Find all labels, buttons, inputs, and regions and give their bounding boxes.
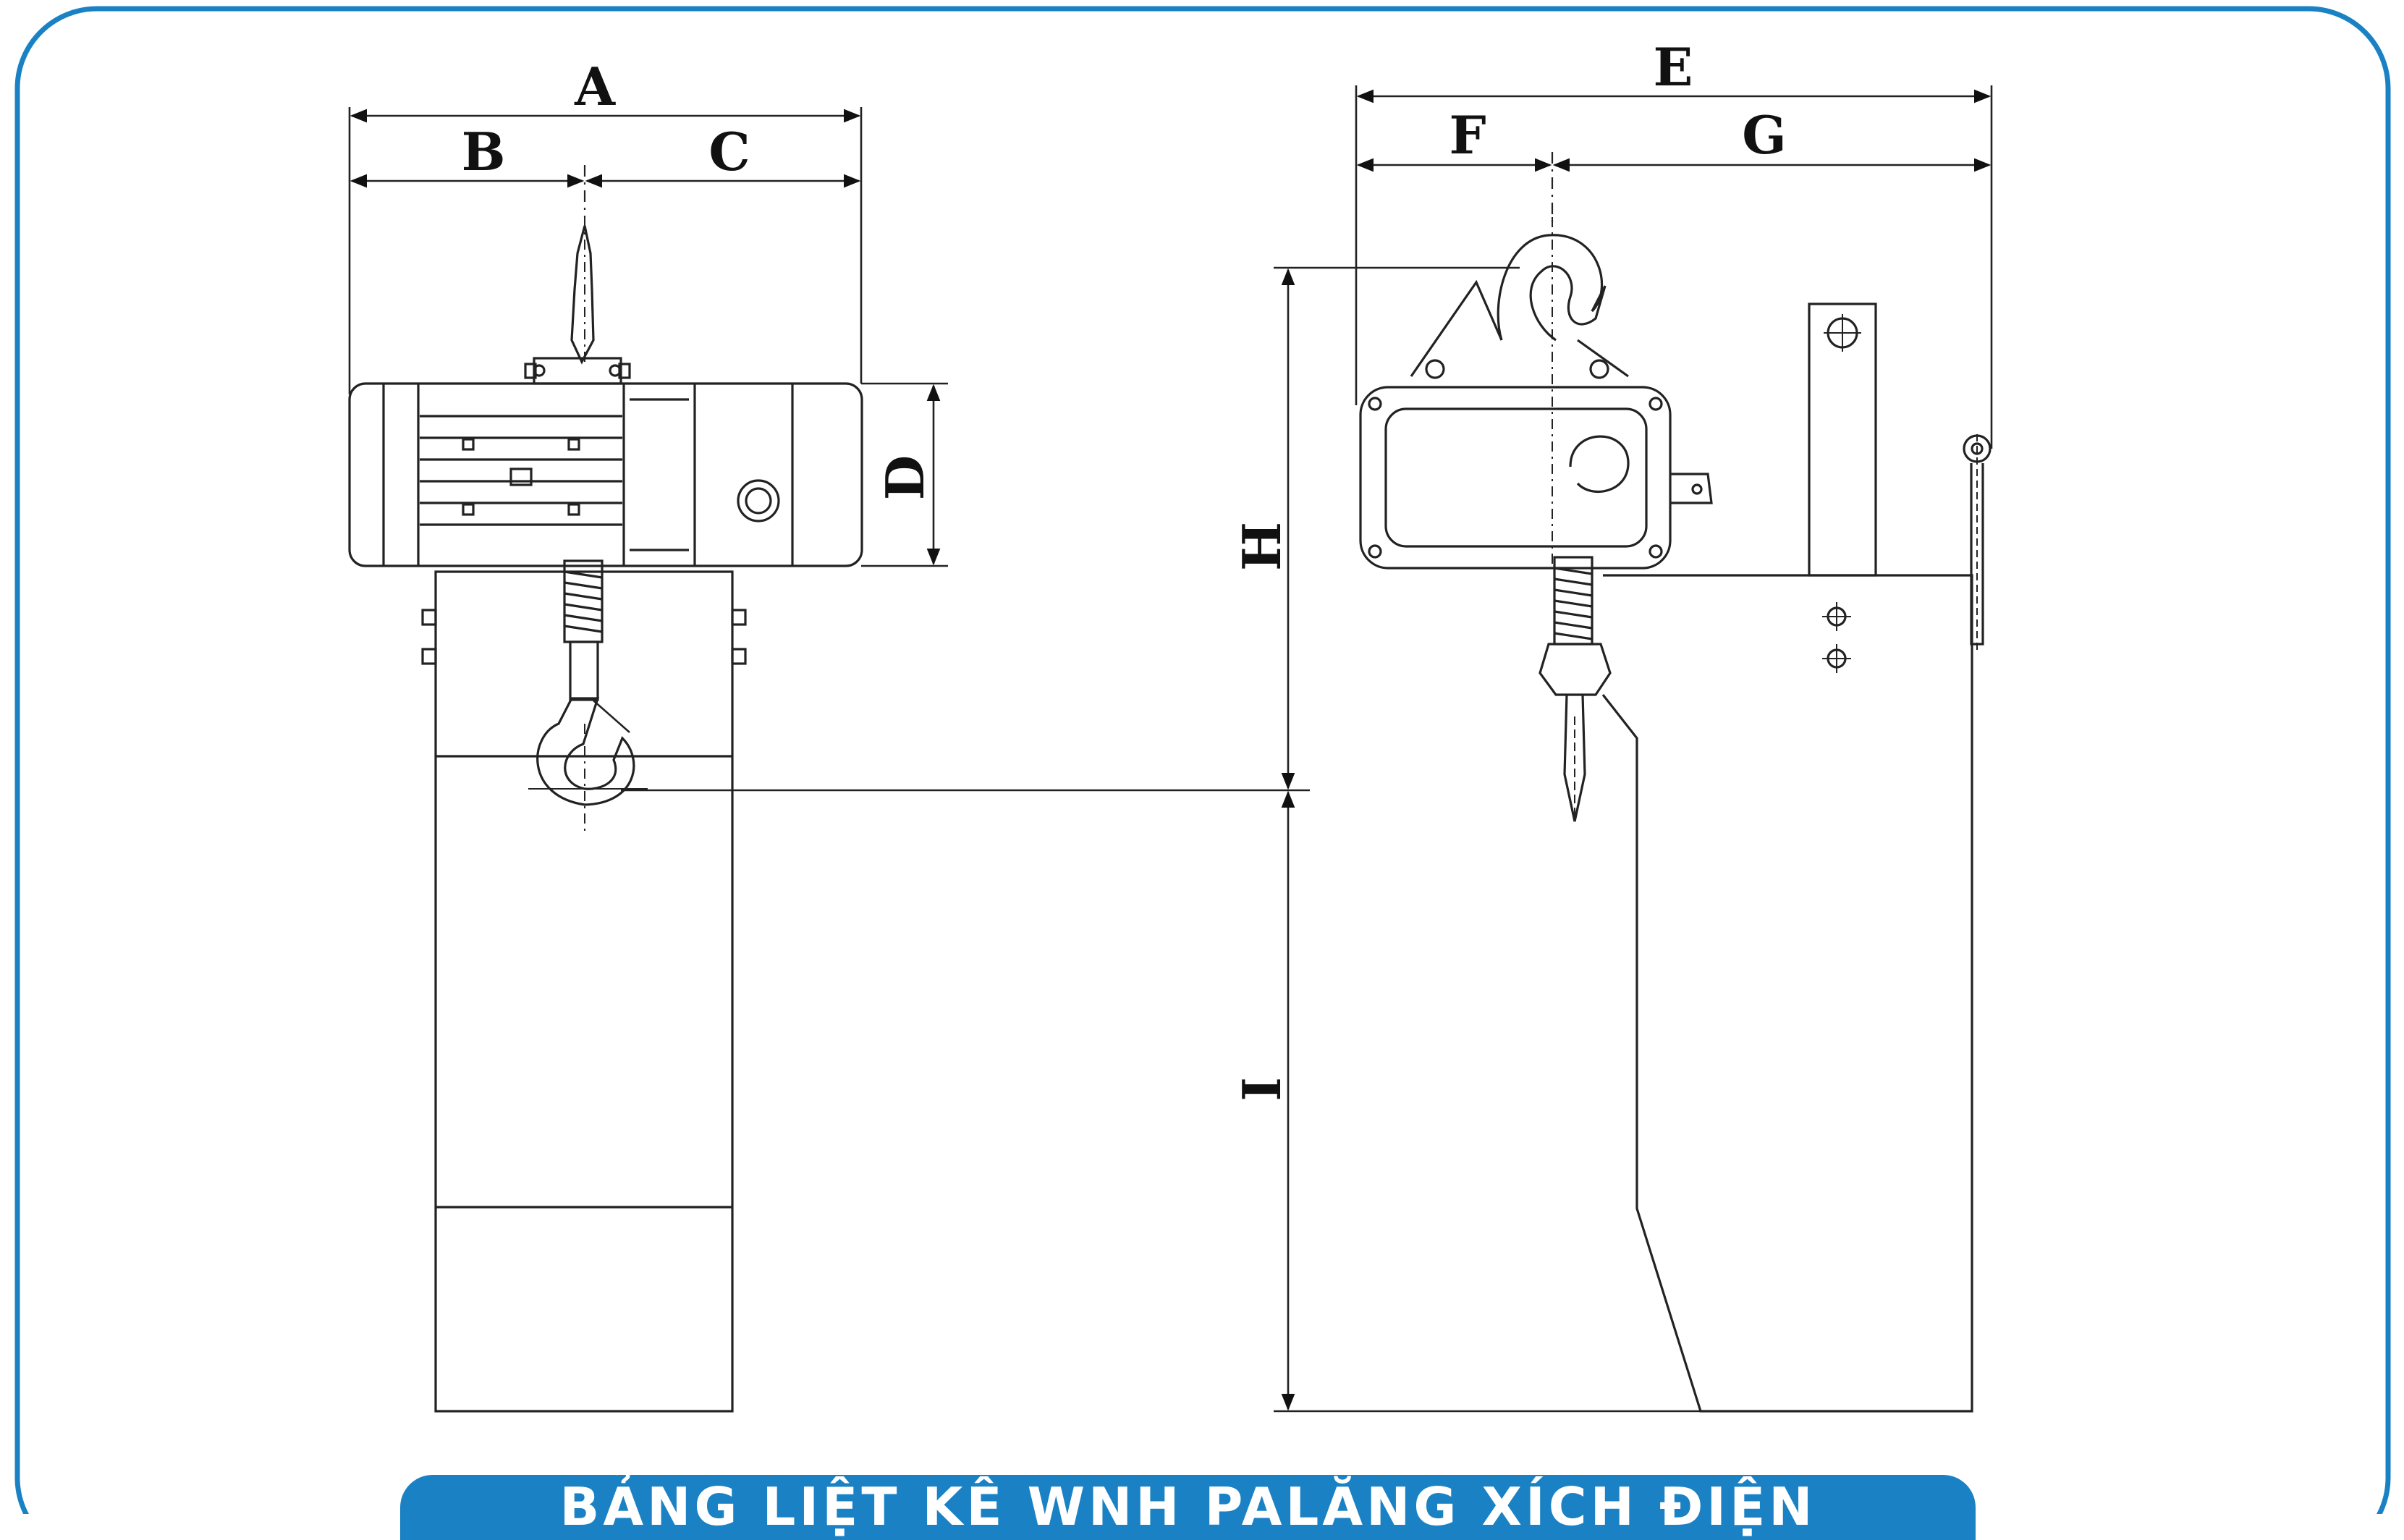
chain-bag-front	[434, 570, 734, 1413]
table-title-banner: BẢNG LIỆT KÊ WNH PALĂNG XÍCH ĐIỆN	[400, 1475, 1976, 1540]
side-view	[1274, 85, 1993, 1413]
front-view	[348, 107, 948, 1413]
outer-frame	[14, 6, 2391, 1514]
dim-label-g: G	[1742, 104, 1787, 166]
dim-label-h: H	[1231, 522, 1292, 571]
motor-housing	[348, 382, 863, 567]
chain-bag-side	[1601, 574, 1973, 1413]
hoist-body-side	[1359, 386, 1672, 570]
dim-label-a: A	[574, 56, 616, 117]
dim-label-e: E	[1654, 36, 1693, 98]
table-title-text: BẢNG LIỆT KÊ WNH PALĂNG XÍCH ĐIỆN	[559, 1476, 1816, 1537]
dim-label-f: F	[1449, 104, 1486, 166]
dim-label-d: D	[874, 455, 936, 500]
dim-label-c: C	[708, 121, 750, 182]
dim-label-i: I	[1231, 1077, 1292, 1101]
dim-label-b: B	[462, 121, 506, 182]
